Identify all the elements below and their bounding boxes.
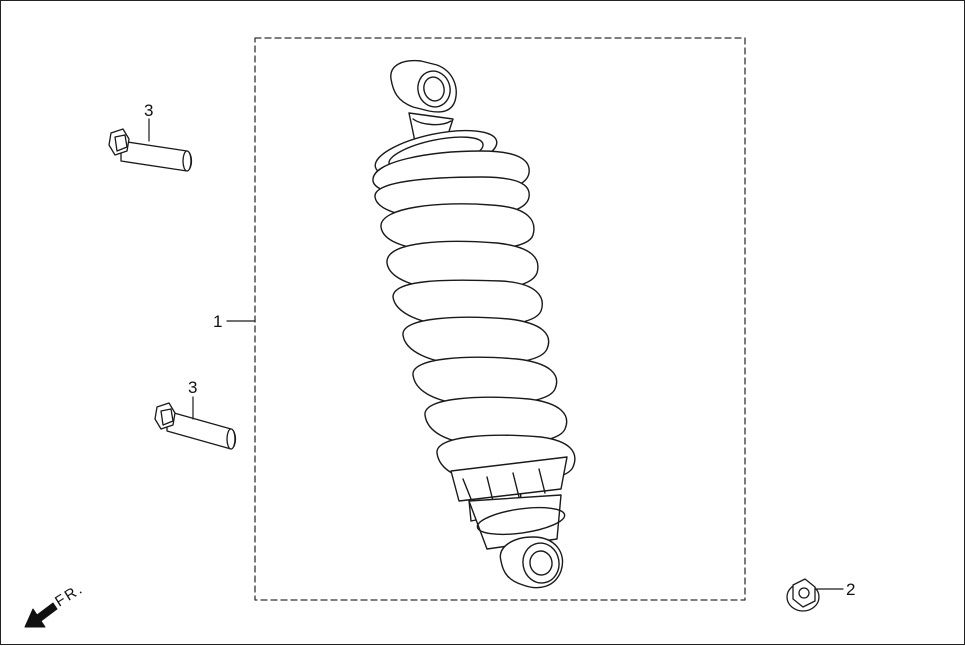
front-direction-arrow-icon [24, 602, 58, 628]
callout-label-2: 2 [846, 580, 855, 599]
front-direction-label: FR. [52, 580, 87, 610]
mounting-bolt-lower [154, 402, 237, 450]
flange-nut [786, 578, 820, 612]
rear-shock-absorber [372, 59, 576, 589]
callout-label-1: 1 [213, 312, 222, 331]
assembly-boundary [254, 37, 746, 601]
mounting-bolt-upper [108, 128, 193, 172]
callout-label-3-lower: 3 [188, 378, 197, 397]
callout-label-3-upper: 3 [144, 101, 153, 120]
